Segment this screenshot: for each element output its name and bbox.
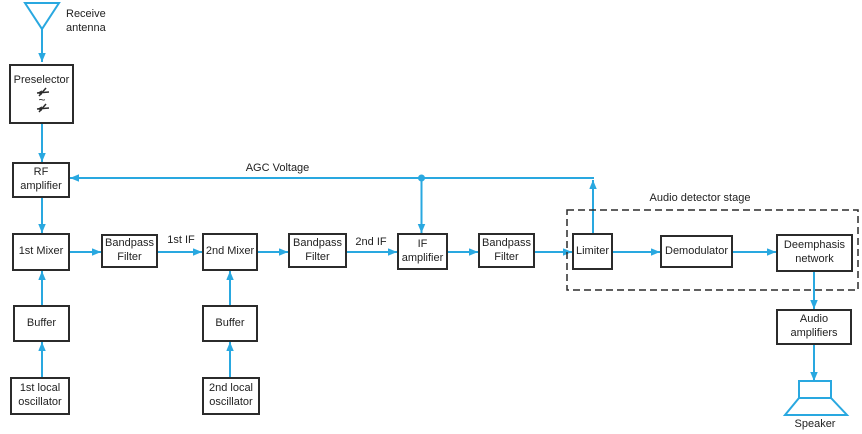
block-label: Demodulator: [665, 244, 728, 257]
block-bandpass-filter-1: Bandpass Filter: [101, 234, 158, 268]
block-second-mixer: 2nd Mixer: [202, 233, 258, 271]
block-label: Preselector: [13, 73, 70, 86]
block-label: 2nd Mixer: [205, 245, 255, 258]
speaker-icon: [782, 380, 850, 416]
block-label: 2nd local oscillator: [208, 382, 254, 408]
block-limiter: Limiter: [572, 233, 613, 270]
block-label: Buffer: [26, 316, 57, 329]
agc-voltage-label: AGC Voltage: [245, 162, 310, 174]
block-label: Bandpass Filter: [105, 237, 154, 263]
block-label: IF amplifier: [401, 237, 444, 264]
block-rf-amplifier: RF amplifier: [12, 162, 70, 198]
block-demodulator: Demodulator: [660, 235, 733, 268]
block-first-local-oscillator: 1st local oscillator: [10, 377, 70, 415]
block-second-local-oscillator: 2nd local oscillator: [202, 377, 260, 415]
block-label: Buffer: [215, 316, 245, 329]
block-label: Bandpass Filter: [482, 236, 531, 263]
block-deemphasis-network: Deemphasis network: [776, 234, 853, 272]
second-if-label: 2nd IF: [355, 236, 387, 248]
agc-junction-dot: [418, 174, 425, 182]
svg-text:~: ~: [38, 93, 45, 107]
block-label: Deemphasis network: [783, 239, 846, 265]
variable-tuning-icon: ~: [36, 87, 49, 113]
block-if-amplifier: IF amplifier: [397, 233, 448, 270]
block-label: Bandpass Filter: [293, 236, 342, 263]
block-label: Audio amplifiers: [790, 313, 838, 339]
block-buffer-1: Buffer: [13, 305, 70, 342]
block-buffer-2: Buffer: [202, 305, 258, 342]
block-first-mixer: 1st Mixer: [12, 233, 70, 271]
block-label: RF amplifier: [20, 166, 62, 192]
block-audio-amplifiers: Audio amplifiers: [776, 309, 852, 345]
block-label: 1st Mixer: [18, 245, 64, 258]
receive-antenna-icon: [23, 1, 61, 62]
speaker-label: Speaker: [794, 418, 836, 430]
first-if-label: 1st IF: [167, 234, 195, 246]
block-bandpass-filter-2: Bandpass Filter: [288, 233, 347, 268]
block-label: 1st local oscillator: [18, 382, 62, 408]
block-label: Limiter: [575, 244, 609, 257]
receive-antenna-label: Receive antenna: [66, 8, 106, 35]
audio-detector-stage-label: Audio detector stage: [649, 192, 751, 204]
audio-detector-stage-outline: [566, 209, 859, 291]
block-preselector: Preselector ~: [9, 64, 74, 124]
block-bandpass-filter-3: Bandpass Filter: [478, 233, 535, 268]
